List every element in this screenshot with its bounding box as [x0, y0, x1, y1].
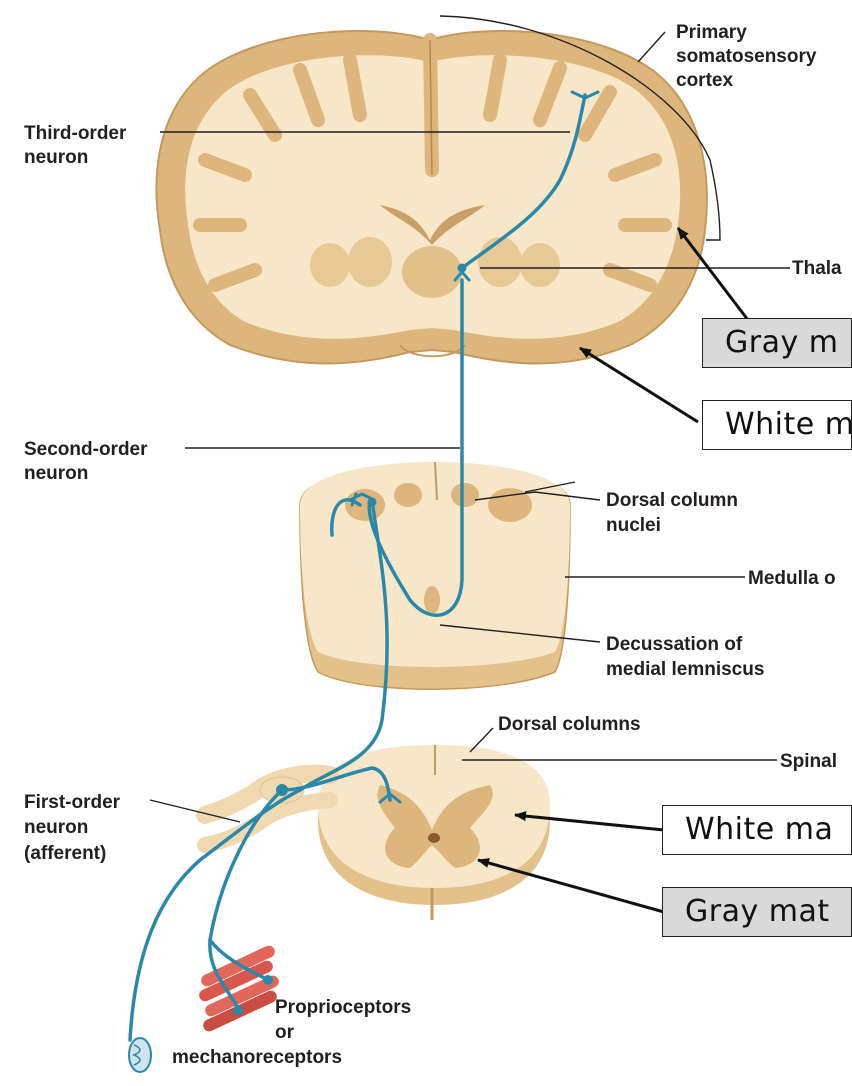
label-primary-1: Primary [676, 22, 747, 43]
white-matter-brain-box: White m [702, 400, 852, 450]
label-first-order-2: neuron [24, 817, 88, 838]
gray-matter-brain-box: Gray m [702, 318, 852, 368]
label-proprio-3: mechanoreceptors [172, 1047, 342, 1068]
label-dorsal-columns: Dorsal columns [498, 714, 641, 735]
mechanoreceptor-icon [129, 1038, 151, 1072]
label-dcn-1: Dorsal column [606, 490, 738, 511]
gray-matter-spinal-box: Gray mat [662, 887, 852, 937]
label-thalamus: Thala [792, 258, 842, 279]
label-first-order-3: (afferent) [24, 843, 106, 864]
white-matter-spinal-box: White ma [662, 805, 852, 855]
label-primary-2: somatosensory [676, 46, 817, 67]
label-second-order-1: Second-order [24, 439, 148, 460]
label-decussation-2: medial lemniscus [606, 659, 764, 680]
label-proprio-1: Proprioceptors [275, 997, 411, 1018]
label-dcn-2: nuclei [606, 515, 661, 536]
label-spinal: Spinal [780, 751, 837, 772]
medulla-section [300, 462, 570, 689]
label-third-order-1: Third-order [24, 123, 127, 144]
label-primary-3: cortex [676, 70, 733, 91]
label-first-order-1: First-order [24, 792, 121, 813]
label-medulla: Medulla o [748, 568, 836, 589]
label-proprio-2: or [275, 1022, 295, 1043]
label-third-order-2: neuron [24, 147, 88, 168]
label-second-order-2: neuron [24, 463, 88, 484]
label-decussation-1: Decussation of [606, 634, 743, 655]
brain-section [156, 31, 706, 364]
